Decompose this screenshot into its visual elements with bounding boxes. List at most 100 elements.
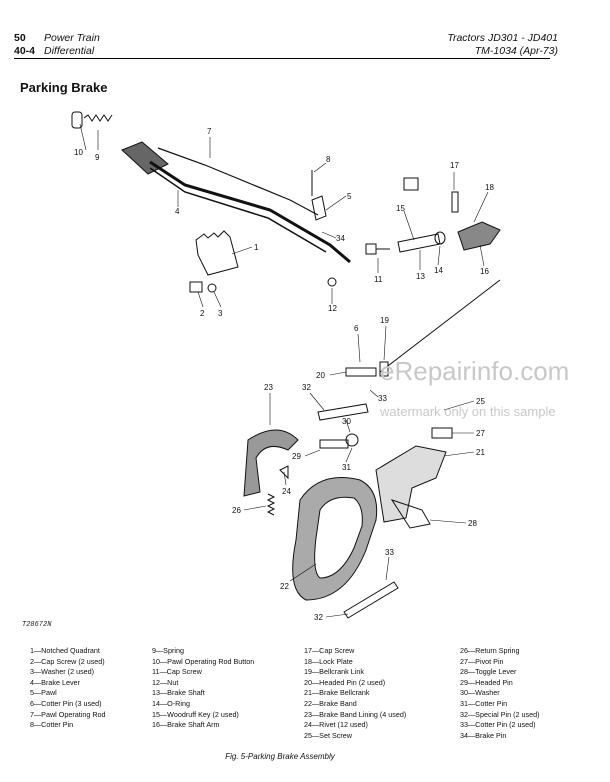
part-capscrew-11 [365,243,390,255]
part-headed-pin-29 [319,439,349,449]
legend-item: 28—Toggle Lever [460,667,517,677]
leader-lines [79,123,489,618]
callout-label: 34 [336,234,345,243]
part-special-pin-top [317,403,369,421]
callout-label: 32 [302,383,311,392]
legend-item: 22—Brake Band [304,698,357,708]
part-quadrant [195,230,239,276]
legend-item: 10—Pawl Operating Rod Button [152,656,255,666]
part-shaft-arm [457,221,501,251]
callout-label: 21 [476,448,485,457]
page-title: Parking Brake [20,80,108,95]
part-pawl-rod [157,147,319,216]
part-capscrew-17 [451,191,459,213]
watermark-logo: eRepairinfo.com [380,356,569,386]
part-link-19 [379,279,501,373]
legend-item: 18—Lock Plate [304,656,353,666]
part-washer-3 [207,283,217,293]
subsection-name: Differential [44,45,95,57]
part-spring-9 [83,114,113,122]
part-headed-pin-20 [345,367,377,377]
figure-id: T28672N [22,621,52,629]
callout-label: 6 [354,324,359,333]
legend-item: 8—Cotter Pin [30,720,74,730]
callout-label: 22 [280,582,289,591]
callout-label: 30 [342,417,351,426]
part-callouts: 10 9 7 4 1 2 3 8 5 34 11 12 17 18 15 13 … [74,127,494,622]
part-button [71,111,83,129]
callout-label: 14 [434,266,443,275]
callout-label: 12 [328,304,337,313]
callout-label: 17 [450,161,459,170]
legend-item: 2—Cap Screw (2 used) [30,656,105,666]
page-header-left: 50 Power Train 40-4 Differential [14,32,100,58]
callout-label: 7 [207,127,212,136]
sub-number: 40-4 [14,45,36,57]
callout-label: 9 [95,153,100,162]
legend-item: 31—Cotter Pin [460,698,508,708]
model-name: Tractors JD301 - JD401 [447,32,558,44]
callout-label: 3 [218,309,223,318]
legend-item: 15—Woodruff Key (2 used) [152,709,239,719]
legend-item: 21—Brake Bellcrank [304,688,370,698]
part-rivet-24 [279,465,289,480]
header-rule [14,58,550,59]
part-band-inner [314,496,363,579]
legend-item: 11—Cap Screw [152,667,202,677]
callout-label: 33 [378,394,387,403]
legend-item: 24—Rivet (12 used) [304,720,368,730]
legend-item: 6—Cotter Pin (3 used) [30,698,102,708]
callout-label: 31 [342,463,351,472]
callout-label: 23 [264,383,273,392]
legend-item: 3—Washer (2 used) [30,667,95,677]
part-washer-30 [345,433,359,447]
legend-item: 32—Special Pin (2 used) [460,709,540,719]
part-nut-12 [327,277,337,287]
legend-item: 33—Cotter Pin (2 used) [460,720,536,730]
legend-item: 26—Return Spring [460,646,520,655]
part-brake-lever-edge [149,167,327,253]
callout-label: 28 [468,519,477,528]
legend-item: 16—Brake Shaft Arm [152,720,220,730]
watermark-note: watermark only on this sample [379,404,556,419]
legend-item: 25—Set Screw [304,730,352,740]
legend-item: 20—Headed Pin (2 used) [304,677,386,687]
callout-label: 25 [476,397,485,406]
section-name: Power Train [44,32,100,44]
legend-column-1: 1—Notched Quadrant 2—Cap Screw (2 used) … [30,646,106,731]
legend-column-3: 17—Cap Screw 18—Lock Plate 19—Bellcrank … [304,646,406,741]
callout-label: 1 [254,243,259,252]
callout-label: 4 [175,207,180,216]
part-brake-shaft [397,233,441,253]
page-number: 50 [14,32,26,44]
part-pivot-pin [431,427,453,439]
figure-caption: Fig. 5-Parking Brake Assembly [225,752,335,761]
legend-item: 5—Pawl [30,688,57,698]
legend-item: 1—Notched Quadrant [30,646,100,655]
legend-item: 9—Spring [152,646,184,655]
diagram-parts [71,111,501,619]
legend-item: 34—Brake Pin [460,730,507,740]
callout-label: 19 [380,316,389,325]
callout-label: 29 [292,452,301,461]
part-lining-23 [243,429,299,497]
callout-label: 8 [326,155,331,164]
legend-item: 29—Headed Pin [460,677,513,687]
legend-item: 30—Washer [460,688,500,698]
legend-column-4: 26—Return Spring 27—Pivot Pin 28—Toggle … [460,646,540,741]
callout-label: 2 [200,309,205,318]
part-link-end [379,361,389,377]
callout-label: 13 [416,272,425,281]
part-lockplate [403,177,419,191]
callout-label: 27 [476,429,485,438]
legend-item: 27—Pivot Pin [460,656,504,666]
part-pawl [311,195,327,221]
part-oring-14 [434,231,446,245]
callout-label: 11 [374,275,383,284]
callout-label: 15 [396,204,405,213]
legend-item: 13—Brake Shaft [152,688,205,698]
legend-item: 23—Brake Band Lining (4 used) [304,709,407,719]
page-header-right: Tractors JD301 - JD401 TM-1034 (Apr-73) [447,32,558,58]
callout-label: 32 [314,613,323,622]
callout-label: 16 [480,267,489,276]
